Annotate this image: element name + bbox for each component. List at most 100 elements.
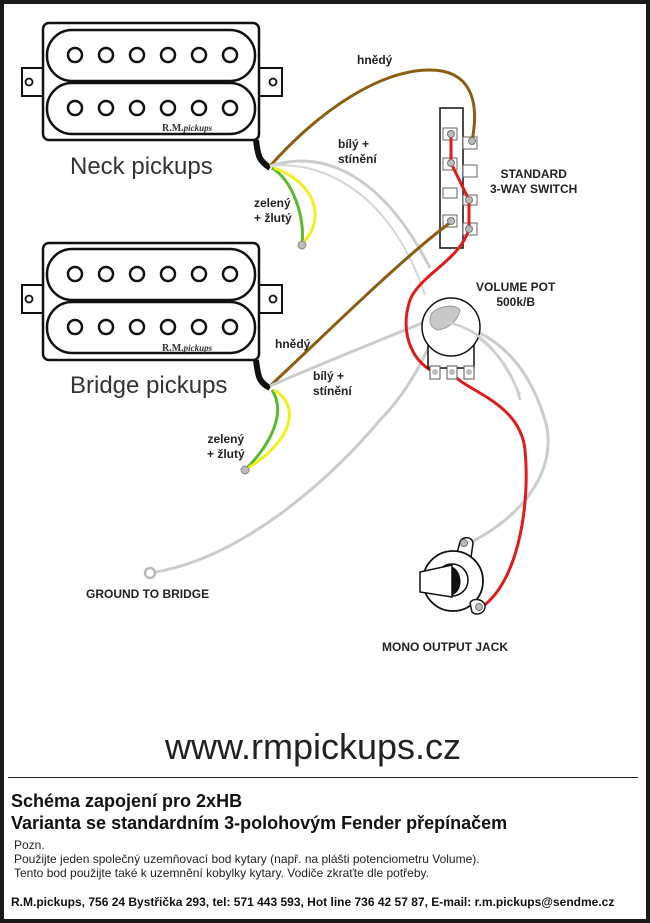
neck-pole-piece: [66, 99, 84, 117]
neck-pole-piece: [97, 46, 115, 64]
jack-ground-wire: [439, 318, 550, 547]
switch-label-line2: 3-WAY SWITCH: [490, 182, 578, 196]
neck-white-wire-label: bílý + stínění: [338, 137, 377, 167]
pot-casing-wire: [444, 320, 522, 396]
neck-white-wire-label-line2: stínění: [338, 152, 377, 166]
bridge-pole-piece: [221, 265, 239, 283]
neck-greenyellow-label-line2: + žlutý: [254, 211, 292, 225]
neck-pole-piece: [190, 99, 208, 117]
bridge-pole-piece: [128, 265, 146, 283]
pot-lug-solder: [432, 369, 438, 375]
bridge-pole-piece: [190, 318, 208, 336]
neck-white-wire-label-line1: bílý +: [338, 137, 370, 151]
bridge-greenyellow-label-line1: zelený: [207, 432, 245, 446]
switch-lug-tab: [442, 187, 458, 199]
bridge-pickup: R.M.pickups: [21, 241, 283, 362]
neck-pole-piece: [159, 46, 177, 64]
neck-coil-top: [45, 28, 257, 83]
bridge-greenyellow-label-line2: + žlutý: [207, 447, 245, 461]
bridge-pole-piece: [159, 318, 177, 336]
switch-solder-points: [447, 130, 476, 233]
bridge-greenyellow-wire-label: zelený + žlutý: [207, 432, 245, 462]
bridge-pole-piece: [159, 265, 177, 283]
volume-pot: [421, 297, 522, 396]
volume-pot-label-line2: 500k/B: [496, 295, 536, 309]
ground-to-bridge-terminal: [143, 566, 157, 580]
bridge-pole-piece: [97, 318, 115, 336]
website-url[interactable]: www.rmpickups.cz: [165, 726, 462, 767]
divider-line: [8, 777, 638, 778]
bridge-mount-hole-left: [24, 294, 34, 304]
bridge-yellow-wire: [244, 388, 291, 472]
diagram-title: Schéma zapojení pro 2xHB: [11, 791, 243, 811]
switch-body: [439, 107, 464, 249]
diagram-subtitle: Varianta se standardním 3-polohovým Fend…: [11, 813, 508, 833]
bridge-white-wire-label-line1: bílý +: [313, 369, 345, 383]
switch-label-line1: STANDARD: [500, 167, 567, 181]
bridge-coil-bottom: [45, 300, 257, 355]
bridge-pole-piece: [128, 318, 146, 336]
neck-pickup-cable: [253, 139, 272, 171]
neck-pole-piece: [159, 99, 177, 117]
pot-to-jack-red-wire: [450, 371, 528, 609]
neck-brown-wire: [268, 68, 477, 167]
ground-to-bridge-label: GROUND TO BRIDGE: [86, 587, 210, 601]
bridge-pole-piece: [190, 265, 208, 283]
neck-yellow-wire: [273, 166, 317, 246]
wiring-diagram-page: [4, 4, 646, 919]
bridge-ground-solder-point: [240, 465, 250, 475]
switch-to-pot-red-wire: [404, 228, 471, 374]
neck-pole-piece: [128, 46, 146, 64]
neck-greenyellow-wire-label: zelený + žlutý: [254, 196, 292, 226]
notes-block: Pozn. Použijte jeden společný uzemňovací…: [14, 838, 480, 880]
bridge-brown-wire: [268, 220, 452, 388]
neck-greenyellow-label-line1: zelený: [254, 196, 291, 210]
neck-brown-wire-label: hnědý: [357, 53, 393, 67]
neck-pole-piece: [221, 46, 239, 64]
bridge-white-wire-label-line2: stínění: [313, 384, 352, 398]
note-line: Použijte jeden společný uzemňovací bod k…: [14, 852, 480, 866]
neck-brand-mark: R.M.pickups: [162, 123, 213, 134]
volume-pot-label-line1: VOLUME POT: [476, 280, 556, 294]
neck-pickup: R.M.pickups: [21, 21, 283, 142]
switch-label: STANDARD 3-WAY SWITCH: [490, 167, 577, 197]
bridge-brand-mark: R.M.pickups: [162, 343, 213, 354]
bridge-pole-piece: [66, 265, 84, 283]
bridge-pole-piece: [66, 318, 84, 336]
note-line: Tento bod použijte také k uzemnění kobyl…: [14, 866, 429, 880]
neck-mount-hole-left: [24, 77, 34, 87]
ground-to-bridge-wire: [149, 329, 438, 575]
bridge-pole-piece: [221, 318, 239, 336]
volume-pot-label: VOLUME POT 500k/B: [476, 280, 555, 310]
bridge-brown-wire-label: hnědý: [275, 337, 311, 351]
bridge-pickup-label: Bridge pickups: [70, 372, 228, 399]
neck-white-wire: [269, 159, 432, 269]
bridge-white-wire-label: bílý + stínění: [313, 369, 352, 399]
switch-lug-tab: [462, 164, 478, 178]
pot-lug-solder: [449, 369, 455, 375]
neck-pole-piece: [190, 46, 208, 64]
neck-green-wire: [271, 166, 304, 245]
pot-lug-solder: [466, 369, 472, 375]
neck-mount-hole-right: [268, 77, 278, 87]
note-heading: Pozn.: [14, 838, 45, 852]
neck-pole-piece: [97, 99, 115, 117]
output-jack-label: MONO OUTPUT JACK: [382, 640, 508, 654]
neck-pole-piece: [128, 99, 146, 117]
bridge-pole-piece: [97, 265, 115, 283]
jack-tip-solder: [475, 603, 483, 611]
bridge-white-wire: [269, 318, 431, 388]
neck-coil-bottom: [45, 81, 257, 136]
mono-output-jack: [419, 536, 486, 615]
bridge-green-wire: [243, 389, 280, 472]
neck-pole-piece: [66, 46, 84, 64]
neck-white-wire-2: [269, 164, 426, 296]
jack-ground-solder: [460, 539, 468, 547]
neck-ground-solder-point: [297, 240, 307, 250]
neck-pickup-label: Neck pickups: [70, 153, 213, 180]
bridge-pickup-cable: [253, 359, 272, 391]
contact-footer: R.M.pickups, 756 24 Bystřička 293, tel: …: [11, 895, 615, 909]
jack-tip-contact: [419, 564, 453, 598]
bridge-coil-top: [45, 247, 257, 302]
